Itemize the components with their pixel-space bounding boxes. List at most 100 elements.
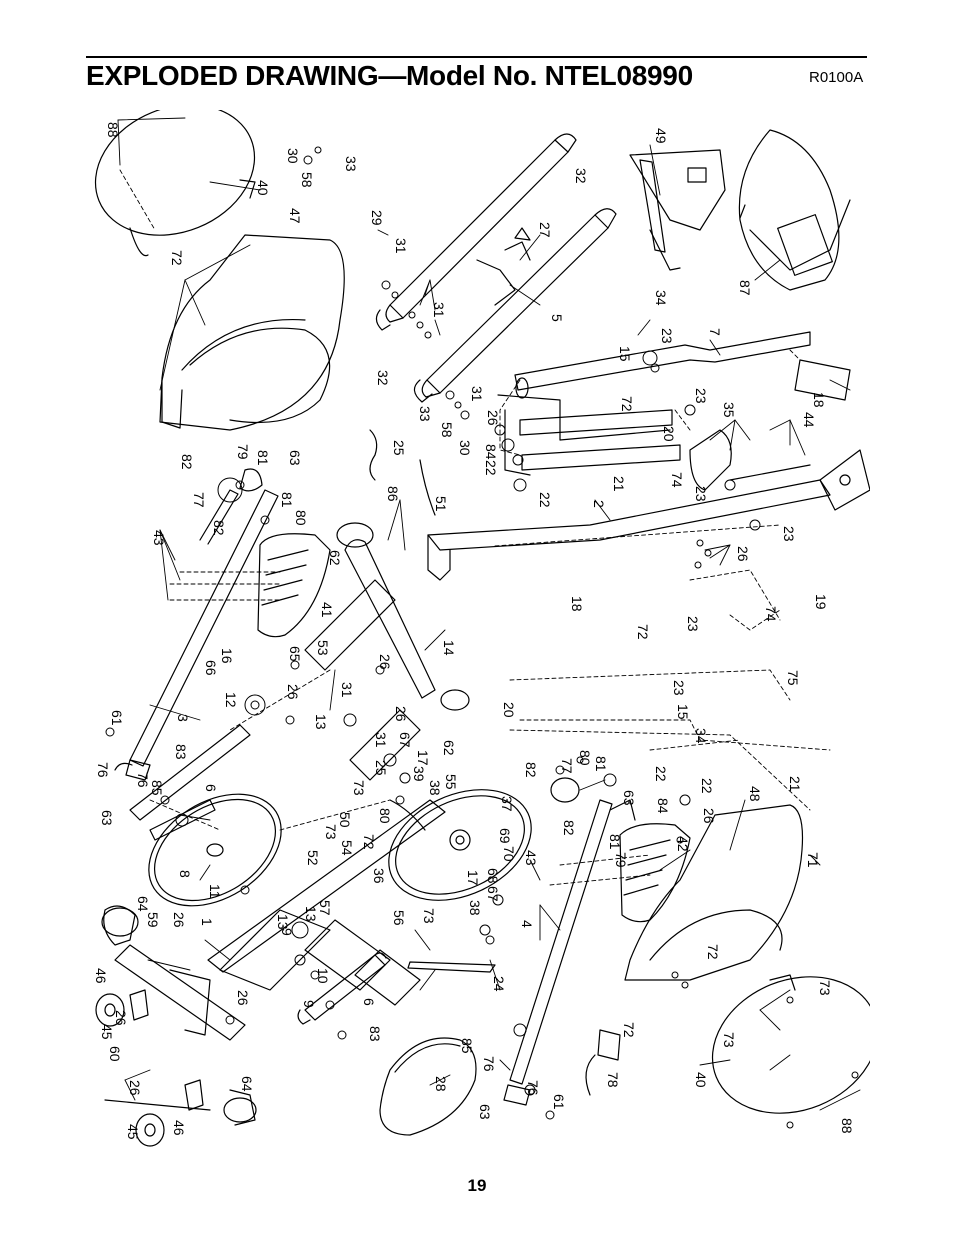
callout-label: 20 bbox=[501, 702, 517, 718]
callout-label: 78 bbox=[605, 1072, 621, 1088]
callout-label: 73 bbox=[351, 780, 367, 796]
callout-label: 83 bbox=[367, 1026, 383, 1042]
callout-label: 15 bbox=[675, 704, 691, 720]
callout-label: 47 bbox=[287, 208, 303, 224]
callout-label: 43 bbox=[151, 530, 167, 546]
misc-parts bbox=[369, 429, 621, 1096]
callout-label: 26 bbox=[127, 1080, 143, 1096]
callout-label: 24 bbox=[491, 976, 507, 992]
callout-label: 42 bbox=[675, 836, 691, 852]
callout-label: 22 bbox=[699, 778, 715, 794]
callout-label: 73 bbox=[721, 1032, 737, 1048]
callout-label: 26 bbox=[235, 990, 251, 1006]
header-rule bbox=[86, 56, 867, 58]
callout-label: 58 bbox=[299, 172, 315, 188]
callout-label: 40 bbox=[255, 180, 271, 196]
callout-label: 64 bbox=[239, 1076, 255, 1092]
callout-label: 63 bbox=[287, 450, 303, 466]
callout-label: 86 bbox=[385, 486, 401, 502]
callout-label: 18 bbox=[811, 392, 827, 408]
callout-label: 67 bbox=[485, 886, 501, 902]
callout-label: 36 bbox=[371, 868, 387, 884]
callout-label: 46 bbox=[93, 968, 109, 984]
callout-label: 46 bbox=[171, 1120, 187, 1136]
callout-label: 76 bbox=[95, 762, 111, 778]
callout-label: 60 bbox=[107, 1046, 123, 1062]
callout-label: 81 bbox=[255, 450, 271, 466]
callout-label: 72 bbox=[619, 396, 635, 412]
callout-label: 26 bbox=[735, 546, 751, 562]
callout-label: 31 bbox=[339, 682, 355, 698]
callout-label: 2 bbox=[591, 500, 607, 508]
callout-label: 69 bbox=[497, 828, 513, 844]
callout-label: 32 bbox=[375, 370, 391, 386]
callout-label: 57 bbox=[317, 900, 333, 916]
callout-label: 87 bbox=[737, 280, 753, 296]
wheels-45-46 bbox=[95, 989, 211, 1147]
callout-label: 65 bbox=[287, 646, 303, 662]
callout-label: 52 bbox=[305, 850, 321, 866]
callout-label: 76 bbox=[525, 1080, 541, 1096]
callout-label: 50 bbox=[337, 812, 353, 828]
callout-label: 45 bbox=[125, 1124, 141, 1140]
callout-label: 26 bbox=[113, 1010, 129, 1026]
callout-label: 9 bbox=[301, 1000, 317, 1008]
callout-label: 74 bbox=[669, 472, 685, 488]
callout-label: 66 bbox=[203, 660, 219, 676]
callout-label: 33 bbox=[343, 156, 359, 172]
callout-label: 23 bbox=[693, 486, 709, 502]
callout-label: 72 bbox=[621, 1022, 637, 1038]
callout-label: 72 bbox=[169, 250, 185, 266]
callout-label: 14 bbox=[441, 640, 457, 656]
callout-label: 22 bbox=[483, 460, 499, 476]
callout-label: 58 bbox=[439, 422, 455, 438]
callout-label: 22 bbox=[537, 492, 553, 508]
callout-label: 41 bbox=[319, 602, 335, 618]
callout-label: 81 bbox=[607, 834, 623, 850]
callout-label: 76 bbox=[481, 1056, 497, 1072]
callout-label: 11 bbox=[207, 884, 223, 899]
callout-label: 84 bbox=[655, 798, 671, 814]
belt-28 bbox=[379, 1037, 477, 1136]
leader-lines bbox=[117, 117, 861, 1111]
handlebar-tubes bbox=[497, 331, 851, 491]
callout-label: 55 bbox=[443, 774, 459, 790]
callout-label: 4 bbox=[519, 920, 535, 928]
callout-label: 45 bbox=[99, 1024, 115, 1040]
page-title: EXPLODED DRAWING—Model No. NTEL08990 bbox=[86, 60, 693, 91]
callout-label: 10 bbox=[315, 968, 331, 984]
callout-label: 26 bbox=[377, 654, 393, 670]
callout-label: 21 bbox=[787, 776, 803, 792]
callout-label: 53 bbox=[315, 640, 331, 656]
callout-label: 23 bbox=[685, 616, 701, 632]
callout-label: 80 bbox=[577, 750, 593, 766]
callout-label: 83 bbox=[173, 744, 189, 760]
callout-label: 37 bbox=[499, 796, 515, 812]
callout-label: 70 bbox=[501, 846, 517, 862]
callout-label: 7 bbox=[707, 328, 723, 336]
callout-label: 25 bbox=[373, 760, 389, 776]
hardware bbox=[105, 146, 859, 1129]
callout-label: 73 bbox=[421, 908, 437, 924]
callout-label: 38 bbox=[427, 780, 443, 796]
callout-label: 67 bbox=[397, 732, 413, 748]
callout-label: 61 bbox=[551, 1094, 567, 1110]
callout-label: 32 bbox=[573, 168, 589, 184]
callout-label: 64 bbox=[135, 896, 151, 912]
callout-label: 23 bbox=[671, 680, 687, 696]
callout-label: 31 bbox=[431, 302, 447, 318]
callout-label: 62 bbox=[327, 550, 343, 566]
callout-label: 26 bbox=[701, 808, 717, 824]
callout-label: 26 bbox=[171, 912, 187, 928]
callout-label: 35 bbox=[721, 402, 737, 418]
callout-label: 38 bbox=[467, 900, 483, 916]
callout-label: 31 bbox=[373, 732, 389, 748]
callout-label: 54 bbox=[339, 840, 355, 856]
callout-label: 13 bbox=[313, 714, 329, 730]
callout-label: 25 bbox=[391, 440, 407, 456]
upper-handlebar-assembly bbox=[375, 133, 617, 403]
callout-label: 44 bbox=[801, 412, 817, 428]
callout-label: 72 bbox=[361, 834, 377, 850]
side-shield-left bbox=[94, 110, 345, 431]
callout-label: 17 bbox=[415, 750, 431, 766]
